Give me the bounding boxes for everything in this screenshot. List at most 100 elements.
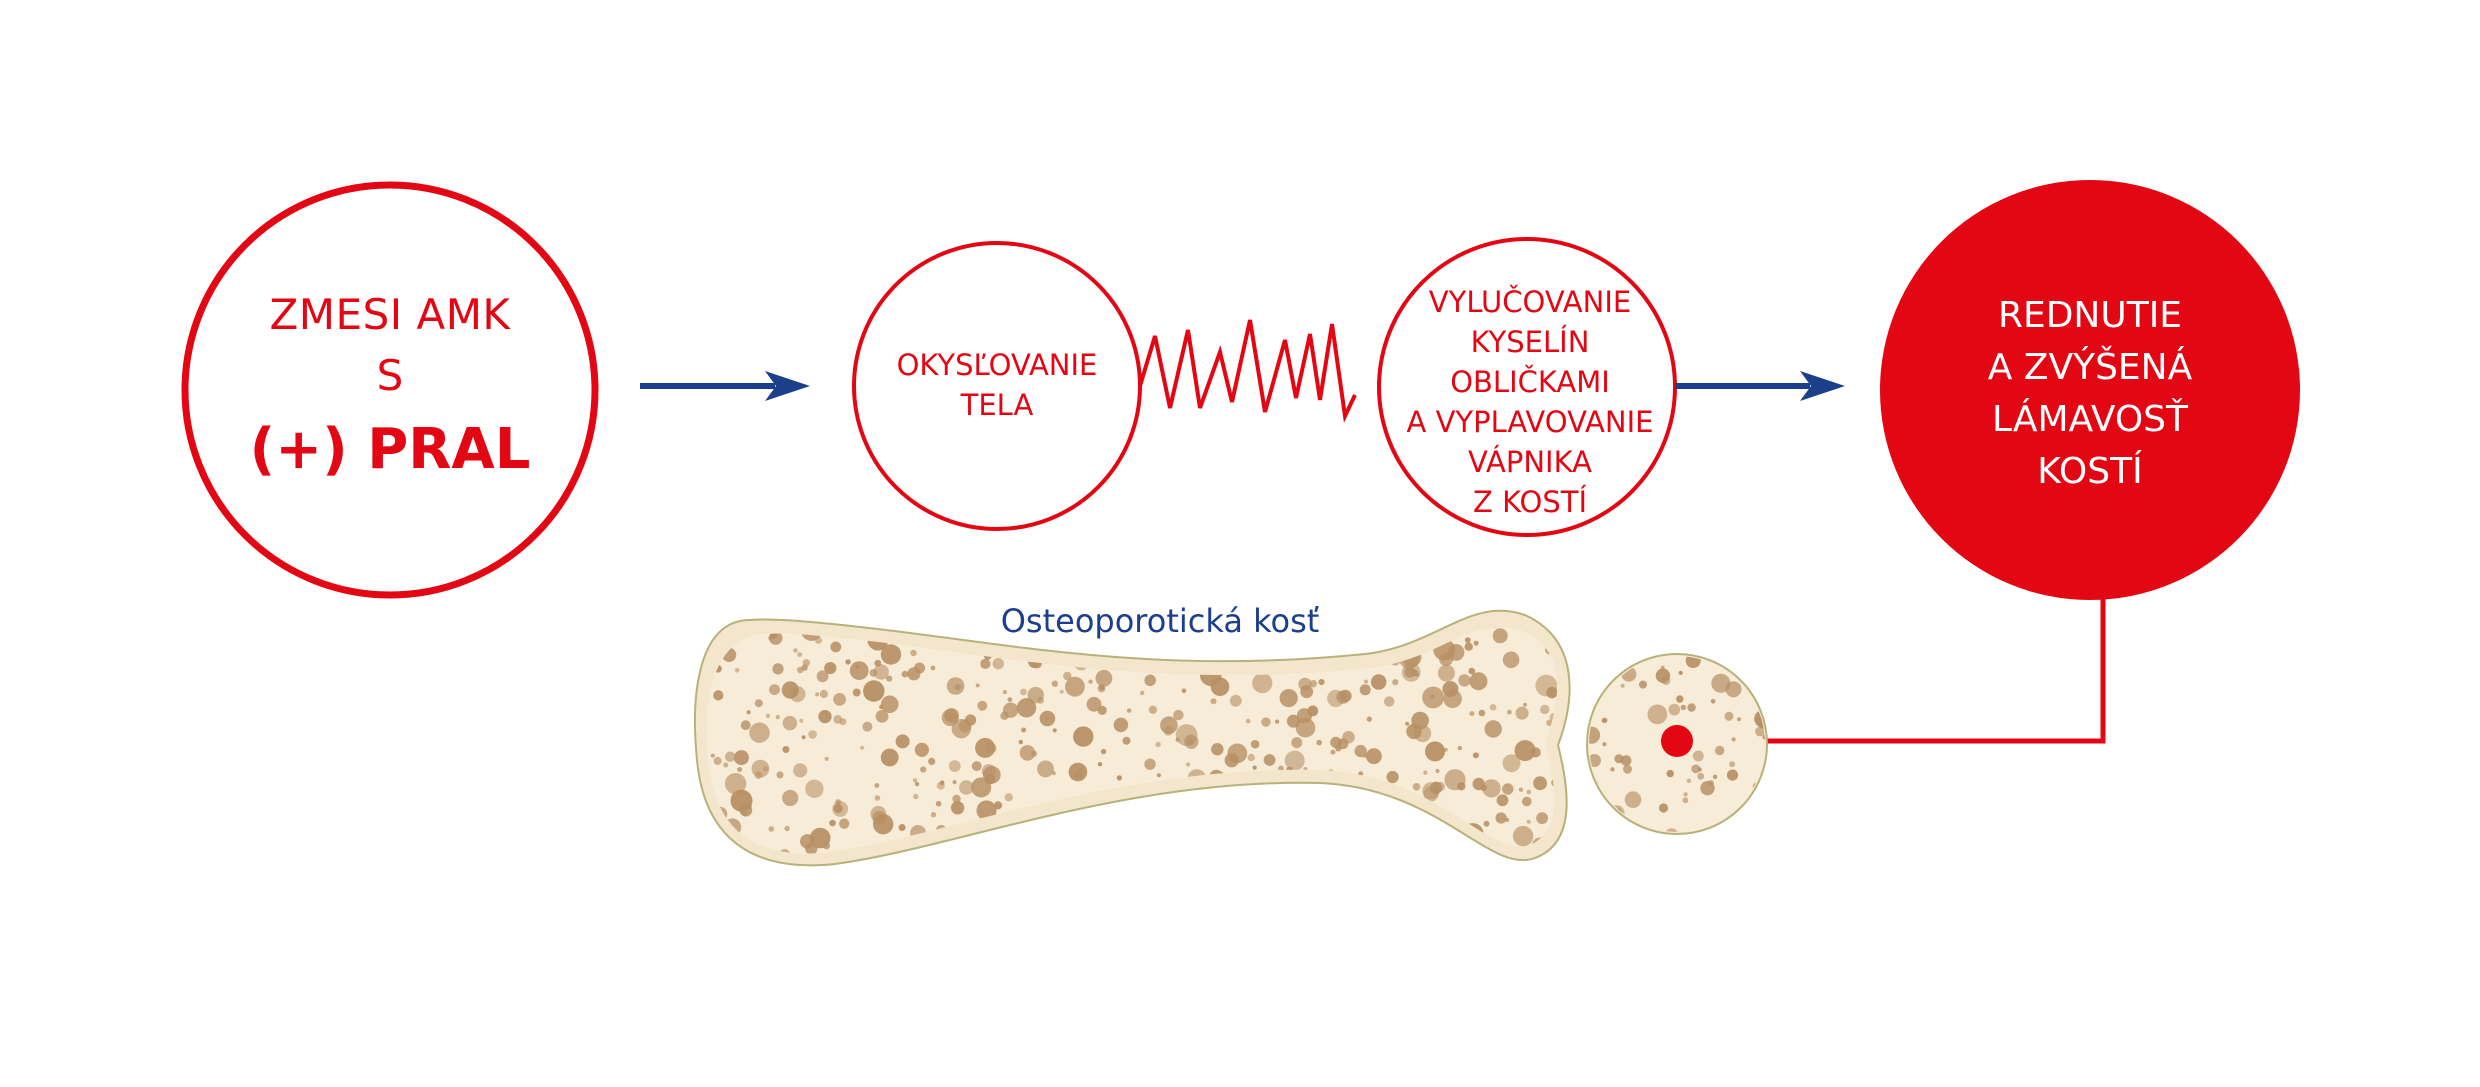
bone-pore: [1144, 674, 1156, 687]
bone-pore: [1309, 680, 1318, 688]
bone-pore: [1255, 846, 1270, 854]
bone-pore: [1097, 762, 1103, 767]
bone-pore: [776, 771, 784, 779]
bone-pore: [1724, 711, 1734, 721]
bone-pore: [1692, 750, 1704, 762]
bone-pore: [1410, 838, 1430, 854]
bone-pore: [914, 742, 930, 758]
bone-pore: [1031, 750, 1038, 757]
middle-circle-2-line: KYSELÍN: [1470, 325, 1590, 359]
bone-pore: [1593, 656, 1601, 661]
left-circle-line3: (+) PRAL: [249, 417, 531, 482]
bone-pore: [1410, 814, 1425, 829]
bone-pore: [1492, 628, 1508, 644]
bone-pore: [1318, 817, 1326, 825]
bone-pore: [1113, 817, 1129, 832]
bone-pore: [1496, 794, 1509, 807]
bone-pore: [1133, 804, 1139, 809]
bone-pore: [981, 764, 996, 779]
bone-pore: [1435, 768, 1440, 774]
bone-pore: [1252, 821, 1257, 826]
bone-pore: [1715, 745, 1725, 756]
bone-pore: [1546, 719, 1553, 727]
bone-pore: [1044, 838, 1060, 854]
bone-pore: [1202, 860, 1211, 869]
bone-pore: [1683, 792, 1688, 797]
bone-pore: [1063, 671, 1072, 681]
bone-pore: [1678, 670, 1683, 676]
bone-pore: [1316, 847, 1322, 853]
bone-pore: [1422, 782, 1440, 800]
bone-pore: [1275, 719, 1280, 724]
bone-pore: [1020, 688, 1027, 696]
bone-pore: [1210, 698, 1217, 705]
bone-pore: [1386, 770, 1399, 784]
bone-pore: [971, 761, 982, 772]
bone-pore: [1236, 792, 1256, 811]
bone-pore: [1439, 849, 1447, 854]
bone-pore: [1327, 648, 1332, 653]
middle-circle-2-line: OBLIČKAMI: [1450, 365, 1610, 399]
bone-pore: [697, 797, 704, 804]
bone-pore: [1113, 717, 1129, 733]
right-circle-line: A ZVÝŠENÁ: [1987, 347, 2193, 388]
bone-pore: [1518, 787, 1524, 792]
bone-pore: [976, 800, 997, 821]
bone-pore: [1175, 737, 1180, 742]
bone-pore: [833, 693, 846, 706]
bone-pore: [1442, 681, 1459, 697]
bone-pore: [1351, 794, 1356, 800]
bone-pore: [1181, 688, 1187, 694]
bone-pore: [763, 766, 769, 772]
bone-pore: [1154, 845, 1176, 854]
bone-pore: [1526, 789, 1532, 795]
bone-pore: [1712, 774, 1718, 779]
bone-pore: [1126, 708, 1132, 713]
right-circle-line: REDNUTIE: [1997, 295, 2183, 336]
bone-pore: [948, 760, 961, 772]
bone-pore: [873, 664, 889, 680]
bone-pore: [975, 683, 980, 688]
bone-pore: [874, 616, 878, 620]
bone-pore: [901, 670, 909, 678]
bone-pore: [898, 824, 906, 831]
bone-pore: [1610, 767, 1615, 772]
bone-pore: [1303, 842, 1310, 848]
bone-illustration: [694, 609, 1571, 869]
bone-pore: [895, 734, 910, 749]
bone-pore: [1469, 711, 1475, 717]
bone-pore: [832, 801, 849, 817]
bone-pore: [1404, 666, 1416, 678]
bone-pore: [959, 780, 974, 795]
bone-pore: [1762, 734, 1765, 740]
bone-pore: [789, 686, 806, 703]
bone-pore: [1230, 844, 1247, 854]
bone-pore: [1423, 770, 1428, 775]
bone-pore: [1140, 690, 1145, 696]
bone-pore: [1526, 819, 1531, 824]
bone-pore: [1725, 681, 1742, 698]
bone-pore: [1512, 825, 1534, 847]
bone-pore: [1405, 861, 1409, 865]
bone-pore: [1148, 705, 1158, 714]
bone-pore: [1331, 841, 1336, 846]
bone-pore: [1247, 753, 1256, 762]
bone-pore: [1309, 791, 1331, 813]
bone-pore: [920, 766, 927, 773]
bone-pore: [1263, 754, 1276, 766]
bone-pore: [1366, 748, 1382, 765]
bone-pore: [1086, 696, 1102, 712]
bone-pore: [892, 612, 896, 616]
bone-pore: [1286, 714, 1300, 728]
bone-pore: [1169, 824, 1189, 844]
bone-pore: [730, 789, 753, 812]
bone-pore: [1124, 829, 1138, 842]
bone-pore: [914, 781, 920, 787]
bone-pore: [928, 757, 936, 766]
bone-pore: [870, 614, 878, 622]
bone-pore: [1183, 832, 1189, 838]
bone-pore: [1186, 762, 1191, 767]
bone-pore: [829, 819, 836, 827]
bone-pore: [1478, 709, 1486, 717]
bone-pore: [1261, 717, 1271, 727]
